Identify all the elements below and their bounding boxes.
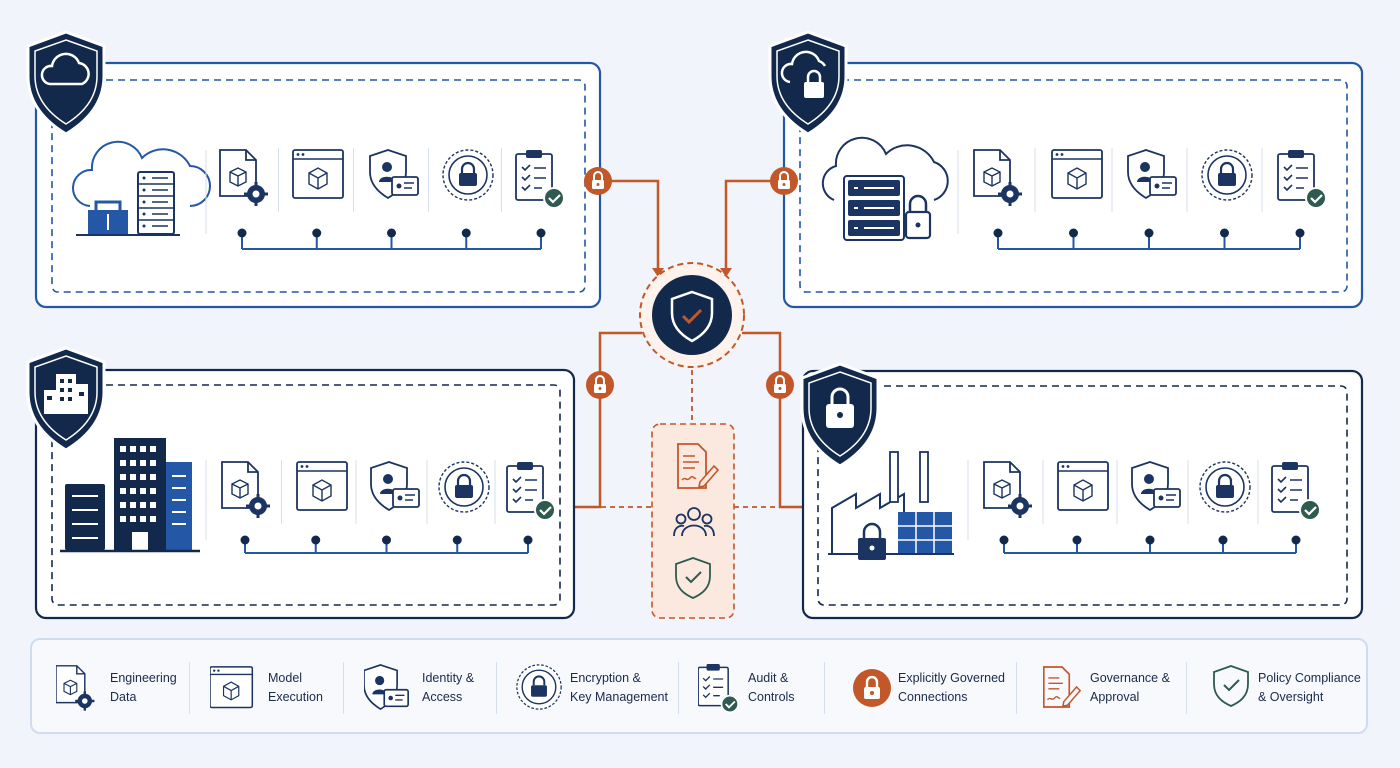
governed-connection-lines	[574, 179, 804, 509]
zone-badge-secure-cloud	[768, 30, 848, 136]
legend-label: Encryption & Key Management	[570, 671, 668, 704]
office-datacenter-icon	[60, 438, 200, 553]
encryption-icon	[437, 460, 491, 514]
timeline-node	[1220, 228, 1229, 238]
shield-check-icon	[675, 557, 711, 599]
governance-panel	[651, 423, 735, 619]
timeline-node	[387, 228, 396, 238]
timeline-node	[536, 228, 546, 238]
engineering-data-icon	[56, 664, 96, 712]
padlock-icon	[769, 166, 799, 196]
padlock-icon	[765, 370, 795, 400]
control-row-secure-cloud	[972, 148, 1328, 250]
control-row-industrial	[982, 460, 1322, 554]
cloud-server-icon	[71, 140, 211, 236]
cloud-icon	[40, 52, 90, 86]
document-sign-icon	[677, 443, 720, 489]
zone-control-rows	[218, 148, 1328, 554]
zone-badge-enterprise	[26, 346, 106, 452]
audit-controls-icon	[698, 664, 740, 714]
encryption-icon	[1198, 460, 1252, 514]
legend-divider	[189, 662, 190, 714]
timeline-node	[1295, 228, 1305, 238]
timeline-node	[240, 535, 250, 545]
timeline-node	[1069, 228, 1078, 238]
encryption-icon	[1200, 148, 1254, 202]
timeline-node	[523, 535, 533, 545]
legend-label: Audit & Controls	[748, 671, 795, 704]
model-execution-icon	[296, 461, 348, 511]
timeline-node	[237, 228, 247, 238]
model-execution-icon	[1051, 149, 1103, 199]
padlock-icon	[583, 166, 613, 196]
legend-label: Engineering Data	[110, 671, 177, 704]
encryption-icon	[516, 664, 562, 710]
shield-check-icon	[670, 290, 714, 343]
legend-divider	[824, 662, 825, 714]
timeline-node	[993, 228, 1003, 238]
policy-compliance-icon	[1213, 665, 1249, 707]
model-execution-icon	[210, 666, 254, 709]
cloud-lock-icon	[780, 50, 827, 84]
timeline-node	[1218, 535, 1228, 545]
legend-divider	[1186, 662, 1187, 714]
model-execution-icon	[1057, 461, 1109, 511]
timeline-node	[461, 228, 471, 238]
buildings-icon	[44, 374, 88, 414]
legend-divider	[1016, 662, 1017, 714]
governance-approval-icon	[1043, 666, 1082, 708]
timeline-node	[1072, 535, 1082, 545]
timeline-node	[1144, 228, 1154, 238]
padlock-icon	[585, 370, 615, 400]
timeline-node	[452, 535, 462, 545]
timeline-node	[999, 535, 1009, 545]
legend-label: Identity & Access	[422, 671, 475, 704]
timeline-node	[1145, 535, 1155, 545]
legend-divider	[343, 662, 344, 714]
timeline-node	[312, 228, 322, 238]
legend-divider	[496, 662, 497, 714]
governed-connection-icon	[853, 669, 891, 707]
legend-label: Explicitly Governed Connections	[898, 671, 1005, 704]
legend-label: Model Execution	[268, 671, 323, 704]
zone-badge-industrial	[800, 362, 880, 468]
zone-badge-cloud	[26, 30, 106, 136]
legend: Engineering Data Model Execution Identit…	[30, 638, 1368, 734]
central-governance-hub	[639, 262, 745, 368]
legend-divider	[678, 662, 679, 714]
diagram-canvas	[26, 30, 1364, 620]
lock-icon	[830, 387, 850, 404]
timeline-node	[1291, 535, 1301, 545]
control-row-enterprise	[220, 460, 557, 554]
users-icon	[673, 507, 715, 537]
encryption-icon	[441, 148, 495, 202]
identity-access-icon	[364, 664, 409, 710]
factory-lock-icon	[828, 451, 954, 560]
model-execution-icon	[292, 149, 344, 199]
timeline-node	[311, 535, 321, 545]
cloud-server-lock-icon	[821, 136, 949, 241]
control-row-cloud	[218, 148, 566, 250]
legend-label: Governance & Approval	[1090, 671, 1170, 704]
legend-label: Policy Compliance & Oversight	[1258, 671, 1361, 704]
timeline-node	[382, 535, 391, 545]
